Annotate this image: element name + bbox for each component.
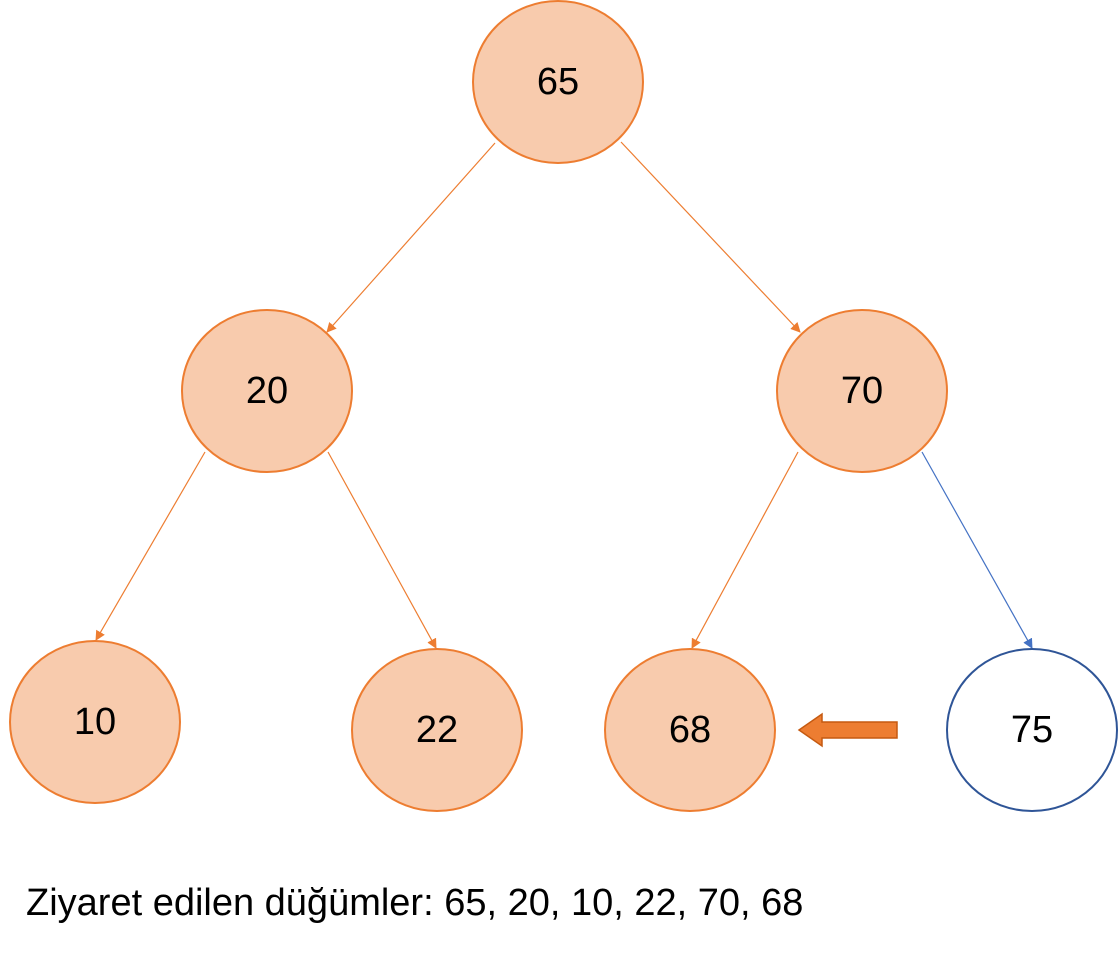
tree-node-65: 65 (472, 0, 644, 164)
tree-node-20: 20 (181, 309, 353, 473)
edge-70-75 (921, 451, 1033, 649)
tree-node-68: 68 (604, 648, 776, 812)
node-label: 22 (416, 709, 458, 751)
node-label: 10 (74, 701, 116, 743)
tree-node-22: 22 (351, 648, 523, 812)
edge-65-70 (620, 141, 801, 333)
node-label: 70 (841, 370, 883, 412)
tree-node-10: 10 (9, 640, 181, 804)
node-label: 75 (1011, 709, 1053, 751)
edge-20-22 (327, 451, 437, 649)
edge-70-68 (691, 451, 799, 649)
tree-node-75: 75 (946, 648, 1118, 812)
edge-20-10 (95, 451, 206, 641)
tree-node-70: 70 (776, 309, 948, 473)
node-label: 20 (246, 370, 288, 412)
visited-nodes-caption: Ziyaret edilen düğümler: 65, 20, 10, 22,… (26, 882, 804, 924)
binary-tree-diagram: 65 20 70 10 22 68 75 (9, 0, 1118, 812)
node-label: 68 (669, 709, 711, 751)
edge-65-20 (326, 142, 496, 333)
pointer-arrow-icon (797, 712, 898, 748)
node-label: 65 (537, 61, 579, 103)
